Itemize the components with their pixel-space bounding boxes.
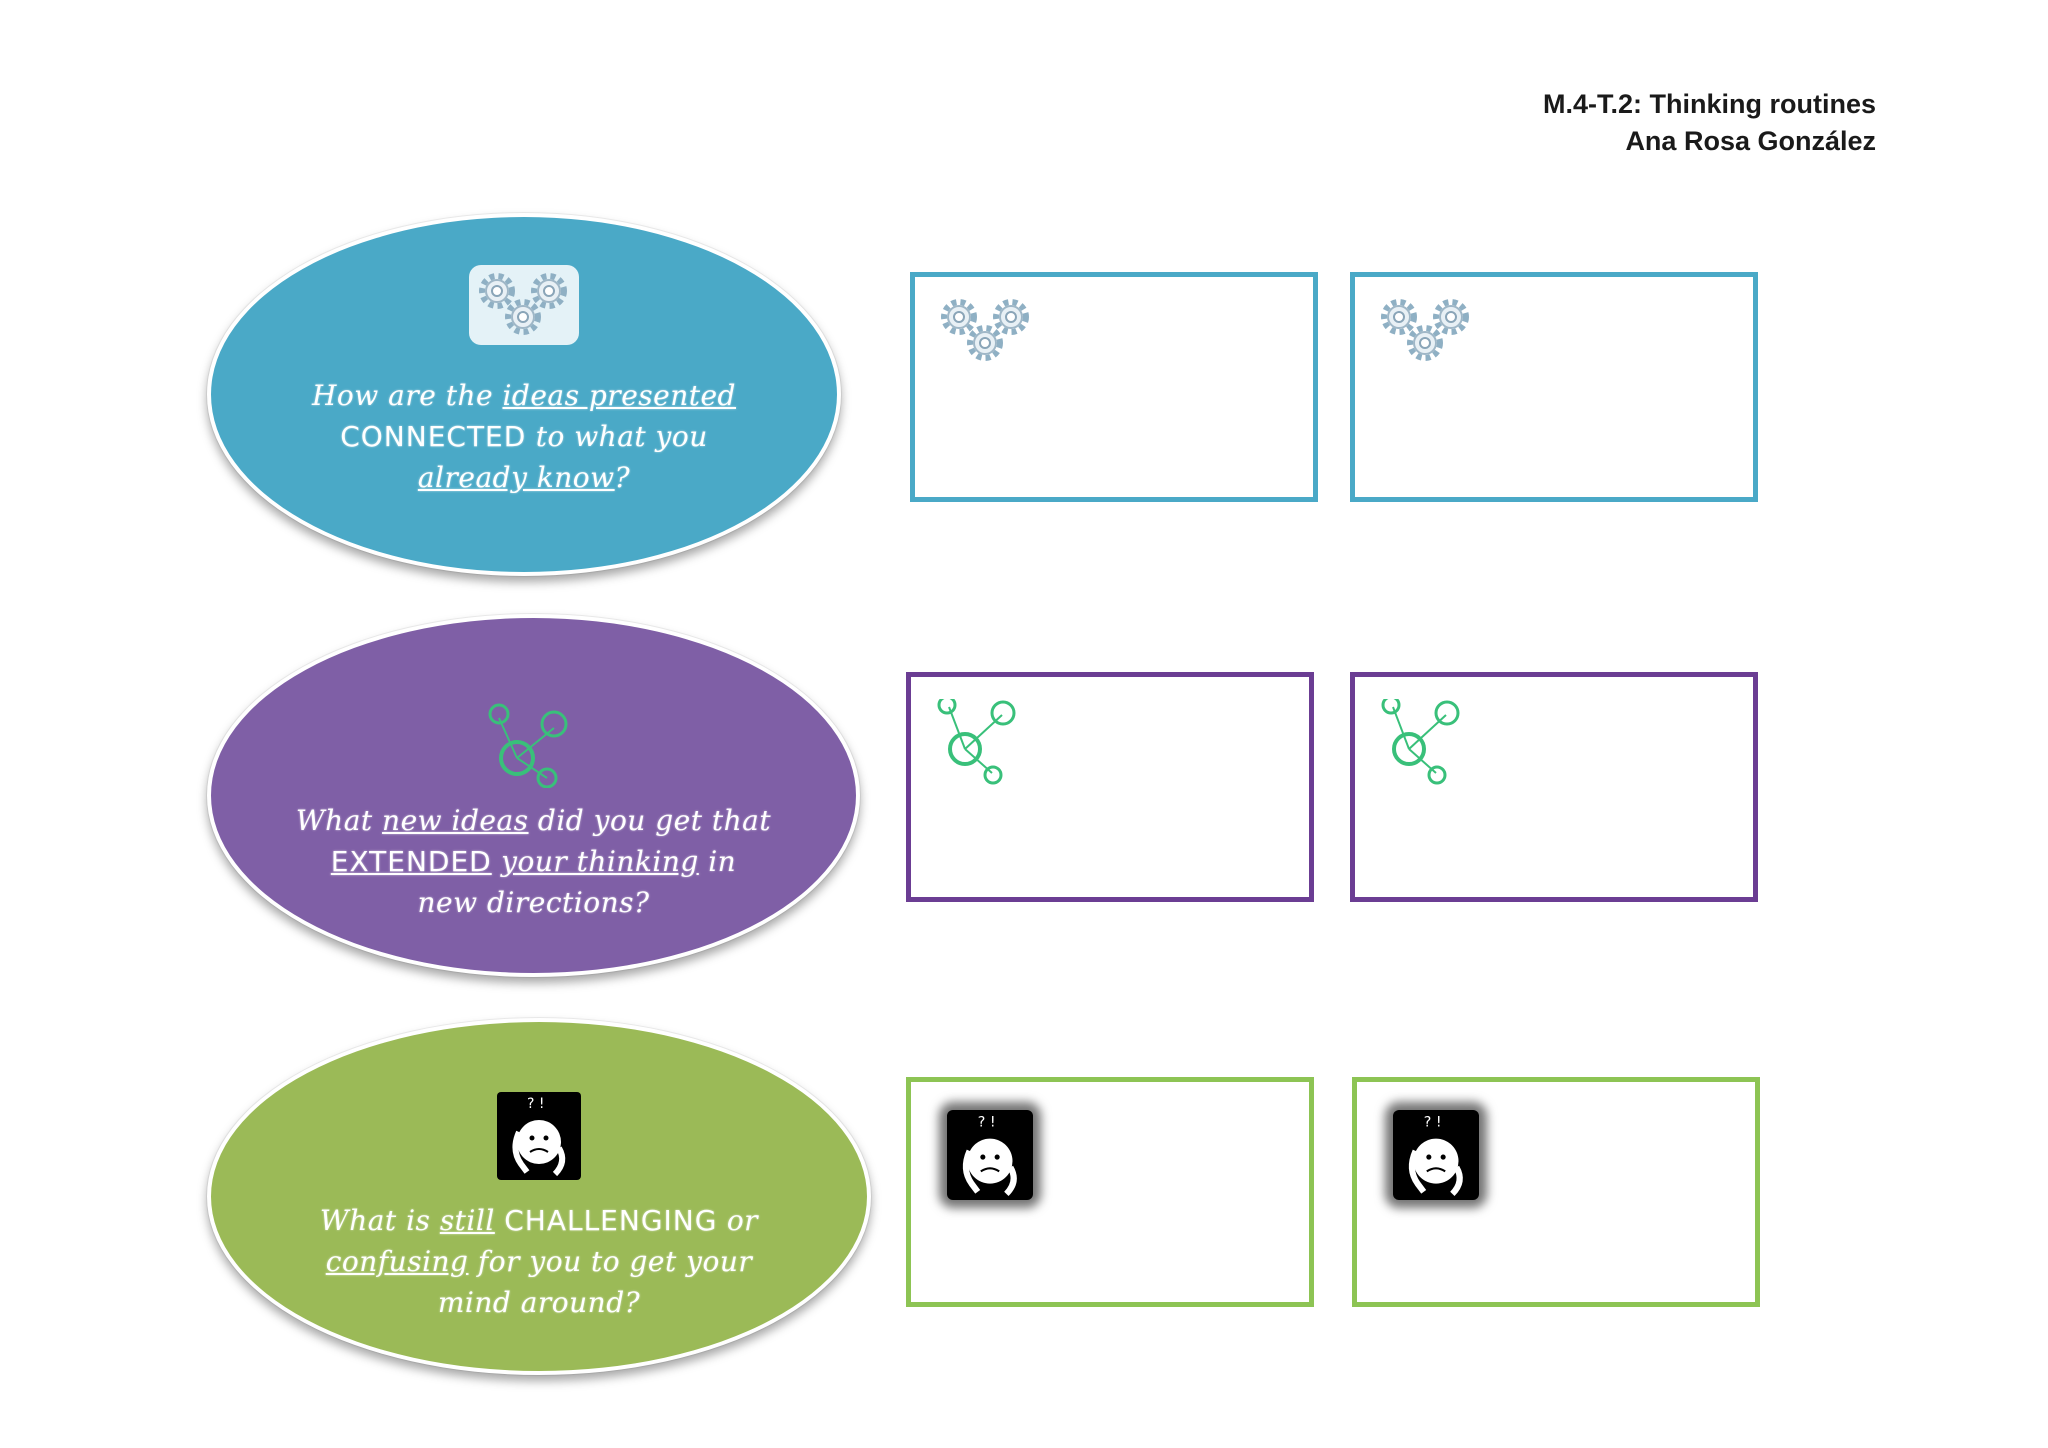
gears-icon [937,295,1047,380]
molecule-icon [937,695,1047,804]
connect-oval: How are the ideas presented CONNECTED to… [207,213,841,576]
confused-face-icon: ? ! [497,1092,581,1185]
svg-text:? !: ? ! [1424,1114,1442,1130]
molecule-icon [1381,695,1491,804]
challenge-question: What is still CHALLENGING or confusing f… [319,1204,759,1319]
course-title: M.4-T.2: Thinking routines [1542,89,1876,119]
extend-card-1[interactable] [906,672,1314,902]
confused-face-icon: ? ! [1393,1110,1479,1200]
molecule-icon [479,688,589,793]
challenge-card-1[interactable]: ? ! [906,1077,1314,1307]
svg-text:? !: ? ! [527,1096,545,1112]
connect-card-1[interactable] [910,272,1318,502]
extend-card-2[interactable] [1350,672,1758,902]
connect-question: How are the ideas presented CONNECTED to… [312,379,736,494]
extend-oval: What new ideas did you get that EXTENDED… [207,614,860,977]
connect-card-2[interactable] [1350,272,1758,502]
gears-icon [469,265,579,350]
document-header: M.4-T.2: Thinking routines Ana Rosa Gonz… [1176,86,1876,160]
author-name: Ana Rosa González [1625,126,1876,156]
confused-face-icon: ? ! [947,1110,1033,1200]
svg-text:? !: ? ! [978,1114,996,1130]
challenge-card-2[interactable]: ? ! [1352,1077,1760,1307]
extend-question: What new ideas did you get that EXTENDED… [295,804,772,919]
gears-icon [1377,295,1487,380]
challenge-oval: ? ! What is still CHALLENGING or confusi… [207,1018,871,1375]
